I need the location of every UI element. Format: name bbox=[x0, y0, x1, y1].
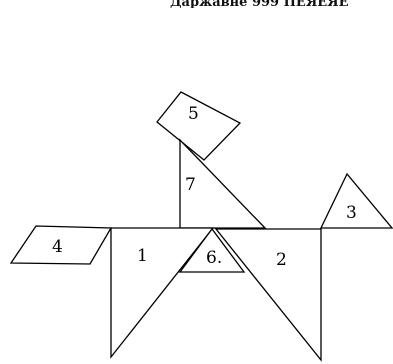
piece-label-7: 7 bbox=[185, 175, 196, 195]
piece-label-6: 6. bbox=[206, 248, 222, 268]
tangram-piece-2 bbox=[216, 229, 321, 360]
piece-label-1: 1 bbox=[137, 246, 148, 266]
piece-label-2: 2 bbox=[276, 250, 287, 270]
piece-label-3: 3 bbox=[346, 203, 357, 223]
tangram-piece-5 bbox=[157, 92, 240, 160]
piece-label-4: 4 bbox=[52, 237, 63, 257]
piece-label-5: 5 bbox=[188, 104, 199, 124]
